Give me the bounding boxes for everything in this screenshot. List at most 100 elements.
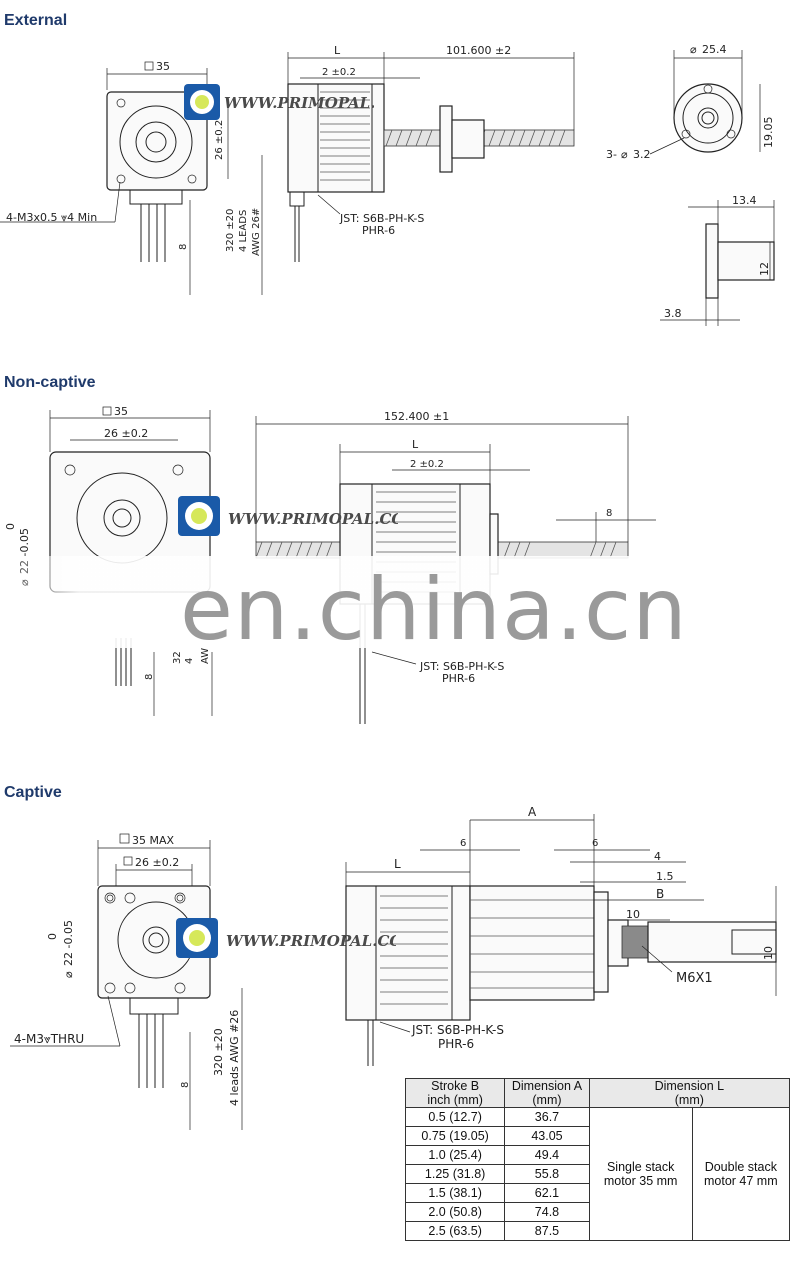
cap-0-label: 0 [46,933,59,940]
ext-leads2-label: 4 LEADS [238,210,249,252]
ext-conn2-label: PHR-6 [362,224,395,237]
nut-hole-symbol: ⌀ [621,148,628,161]
watermark-logo-1: WWW.PRIMOPAL.COM [184,82,417,127]
nc-conn1-label: JST: S6B-PH-K-S [419,660,504,673]
section-title-noncaptive: Non-captive [4,374,96,391]
nc-leads-frag1: 32 [172,651,183,664]
cap-10-label: 10 [626,908,640,921]
header-dim-a: Dimension A(mm) [504,1078,590,1108]
watermark-site-text-3: WWW.PRIMOPAL.COM [226,932,396,950]
watermark-logo-3: WWW.PRIMOPAL.COM [176,916,419,965]
cap-B-label: B [656,887,664,901]
ext-L-label: L [334,44,341,57]
nut-d12-label: 12 [758,262,771,276]
nc-26-label: 26 ±0.2 [104,427,148,440]
cap-A-label: A [528,805,537,819]
header-dim-l: Dimension L(mm) [588,1078,790,1108]
cap-26-label: 26 ±0.2 [135,856,179,869]
section-title-external: External [4,12,68,29]
watermark-site-text-2: WWW.PRIMOPAL.COM [228,510,398,528]
cap-4-label: 4 [654,850,661,863]
cap-8-label: 8 [180,1082,191,1088]
nut-holes-label: 3- [606,148,617,161]
section-title-captive: Captive [4,784,62,801]
watermark-logo-2: WWW.PRIMOPAL.COM [178,494,421,543]
cell-dim-a: 87.5 [504,1221,590,1241]
cell-stroke: 1.25 (31.8) [404,1164,506,1184]
nc-leads-frag3: AW [200,648,211,664]
cell-stroke: 2.5 (63.5) [404,1221,506,1241]
cell-dim-a: 43.05 [504,1126,590,1146]
cell-dim-a: 55.8 [504,1164,590,1184]
ext-8-label: 8 [178,244,189,250]
cap-15-label: 1.5 [656,870,674,883]
cell-dim-a: 62.1 [504,1183,590,1203]
external-nut-side-view: 13.4 12 3.8 [660,194,775,326]
captive-front-view: 35 MAX 26 ±0.2 0 ⌀ 22 -0.05 4-M3⩔THRU 8 … [10,833,243,1130]
cap-conn2-label: PHR-6 [438,1037,474,1051]
nc-2-label: 2 ±0.2 [410,459,444,470]
cap-22-symbol: ⌀ [62,971,75,978]
ext-conn1-label: JST: S6B-PH-K-S [339,212,424,225]
watermark-site-text-1: WWW.PRIMOPAL.COM [224,94,374,112]
table-row: 0.75 (19.05)43.05 [404,1126,790,1146]
cap-6a-label: 6 [460,838,466,849]
nc-0-label: 0 [4,523,17,530]
nut-flange-label: 3.8 [664,307,682,320]
watermark-overlay-text: en.china.cn [180,560,688,660]
nut-d-symbol: ⌀ [690,43,697,56]
cap-thread-label: M6X1 [676,971,713,986]
cell-dim-a: 49.4 [504,1145,590,1165]
nc-conn2-label: PHR-6 [442,672,475,685]
cap-conn1-label: JST: S6B-PH-K-S [411,1023,504,1037]
nc-8b-label: 8 [606,508,612,519]
nut-len-label: 13.4 [732,194,757,207]
watermark-band [0,556,790,648]
nc-8-label: 8 [144,674,155,680]
ext-leads-label: 320 ±20 [225,209,236,252]
cell-dim-a: 74.8 [504,1202,590,1222]
external-side-view: L 101.600 ±2 2 ±0.2 JST: S6B-PH-K-S PHR-… [287,44,575,262]
external-front-view: 35 26 ±0.2 320 ±20 4 LEADS AWG 26# 8 4-M… [0,60,263,295]
ext-2-label: 2 ±0.2 [322,67,356,78]
cell-stroke: 0.5 (12.7) [404,1107,506,1127]
nut-d2-label: 19.05 [762,117,775,149]
captive-drawing: 35 MAX 26 ±0.2 0 ⌀ 22 -0.05 4-M3⩔THRU 8 … [10,805,777,1130]
cap-6b-label: 6 [592,838,598,849]
cap-sq-label: 35 MAX [132,834,175,847]
table-row: 2.5 (63.5)87.5 [404,1221,790,1241]
cap-leads-label: 320 ±20 [212,1028,225,1076]
nut-d-label: 25.4 [702,43,727,56]
cell-dim-a: 36.7 [504,1107,590,1127]
cell-stroke: 2.0 (50.8) [404,1202,506,1222]
cell-stroke: 1.5 (38.1) [404,1183,506,1203]
cap-awg-label: 4 leads AWG #26 [228,1010,241,1106]
table-row: 1.25 (31.8)55.8 [404,1164,790,1184]
cap-L-label: L [394,857,401,871]
cell-stroke: 1.0 (25.4) [404,1145,506,1165]
cell-stroke: 0.75 (19.05) [404,1126,506,1146]
ext-mount-label: 4-M3x0.5 ⩔4 Min [6,211,97,224]
nc-sq-label: 35 [114,405,128,418]
nut-hole-d-label: 3.2 [633,148,651,161]
ext-sq-label: 35 [156,60,170,73]
nc-length-label: 152.400 ±1 [384,410,449,423]
external-drawing: 35 26 ±0.2 320 ±20 4 LEADS AWG 26# 8 4-M… [0,43,775,326]
ext-awg-label: AWG 26# [251,208,262,256]
cap-22-label: 22 -0.05 [62,920,75,966]
captive-side-view: L A 6 6 4 1.5 B 10 10 M6X1 JST: S6B-PH-K… [345,805,777,1066]
ext-26-label: 26 ±0.2 [214,120,225,160]
external-nut-front-view: ⌀ 25.4 19.05 3- ⌀ 3.2 [606,43,775,161]
nc-L-label: L [412,438,419,451]
table-row: 1.0 (25.4)49.4 [404,1145,790,1165]
ext-length-label: 101.600 ±2 [446,44,511,57]
cap-mount-label: 4-M3⩔THRU [14,1032,84,1046]
cap-d10-label: 10 [762,946,775,960]
nc-leads-frag2: 4 [184,658,195,664]
